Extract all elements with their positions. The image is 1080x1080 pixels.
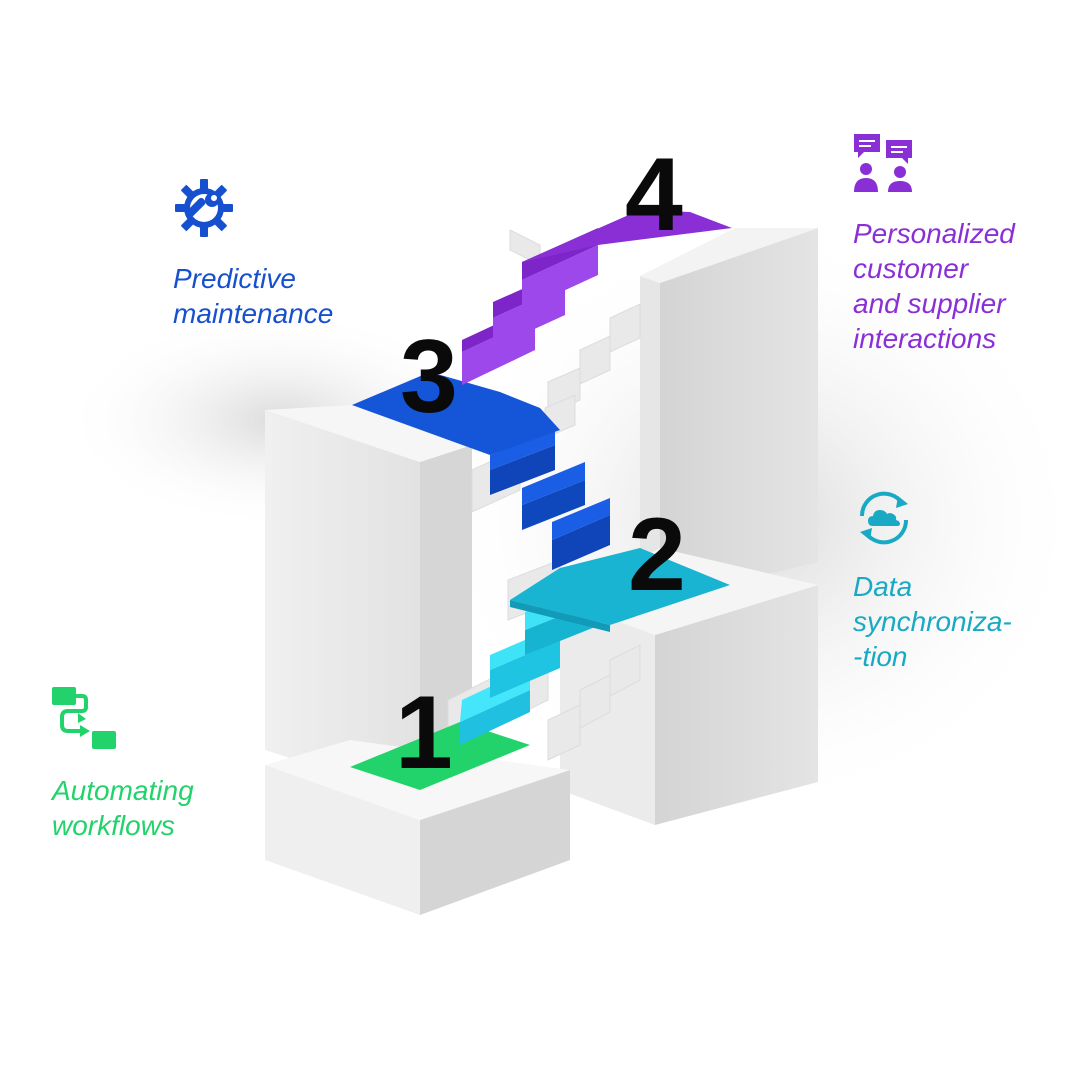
step-4-number: 4 <box>625 137 683 253</box>
gear-wrench-icon <box>175 179 233 237</box>
step-4-label: Personalized customer and supplier inter… <box>853 218 1015 354</box>
step-1-label: Automating workflows <box>52 775 194 841</box>
blue-stair-run <box>490 430 610 570</box>
middle-block <box>265 405 472 800</box>
step-2-number: 2 <box>628 497 686 613</box>
step-3-platform <box>352 372 560 455</box>
step-4-platform <box>522 210 732 262</box>
step-3-label: Predictive maintenance <box>173 263 334 329</box>
workflow-icon <box>52 687 116 749</box>
step-2-platform <box>510 548 730 625</box>
step-2-platform-edge <box>510 600 610 632</box>
tower-block <box>640 228 818 600</box>
step-3-number: 3 <box>400 319 458 435</box>
step-1-platform <box>350 722 530 790</box>
step-1-number: 1 <box>395 675 453 791</box>
chat-people-icon <box>854 134 912 192</box>
purple-stair-run <box>462 228 598 385</box>
step-2-label: Data synchroniza- -tion <box>853 571 1012 672</box>
cloud-sync-icon <box>859 491 909 545</box>
